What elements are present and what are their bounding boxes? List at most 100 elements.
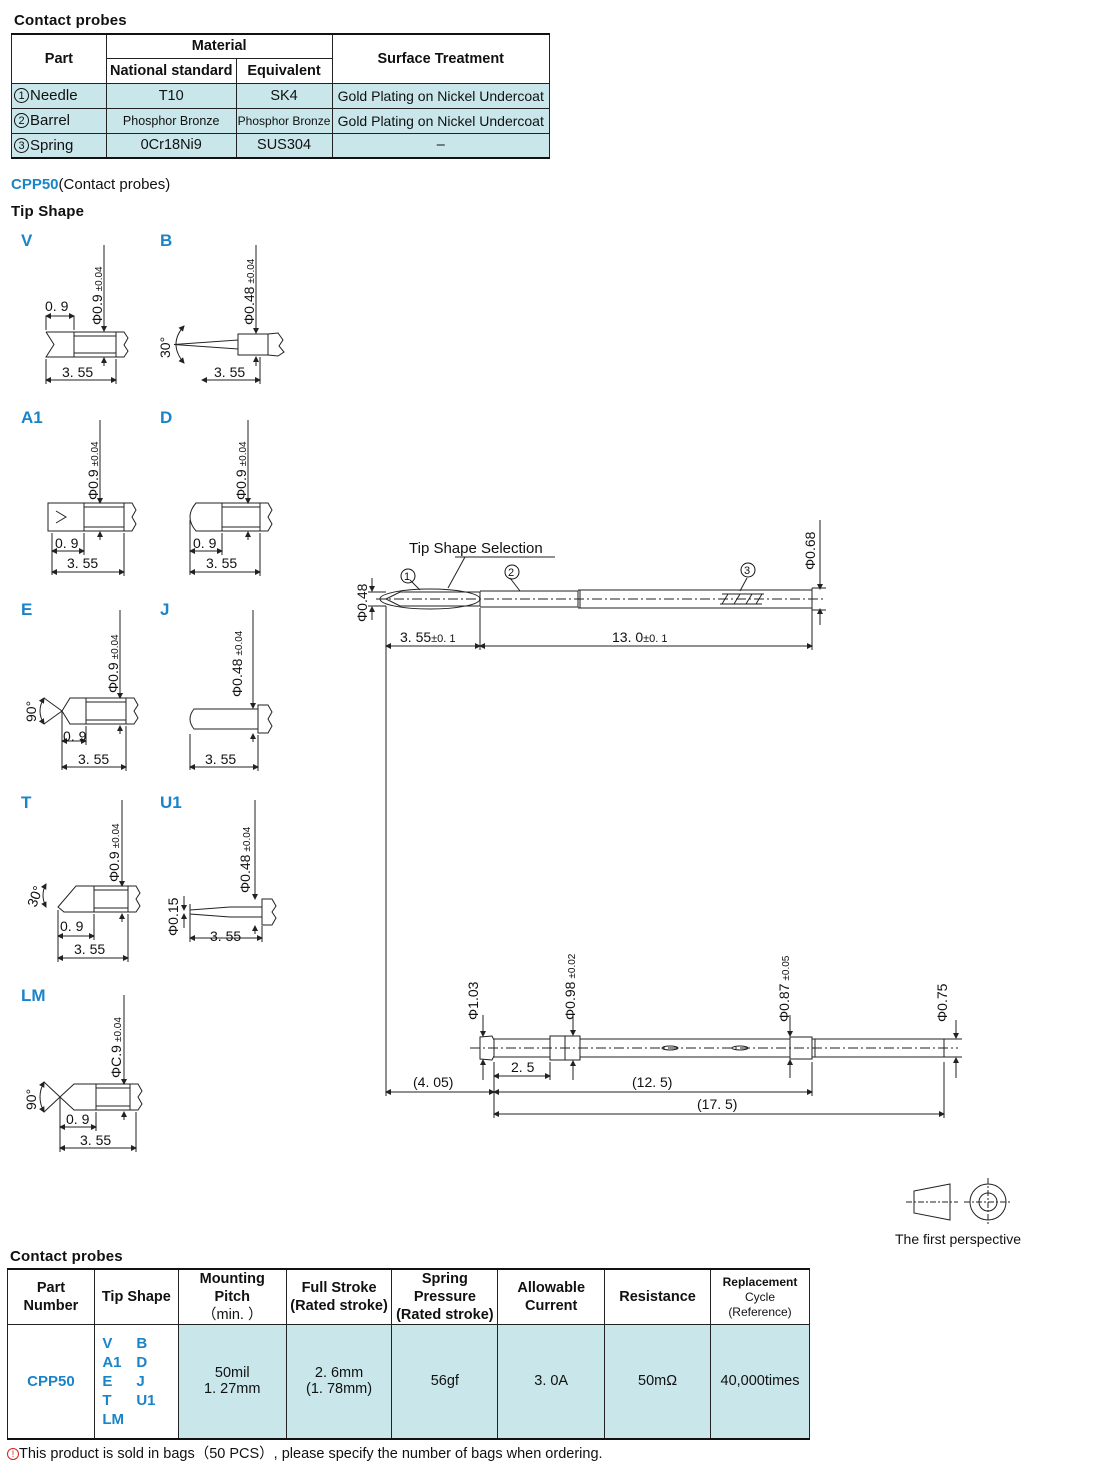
spec-table: Part Number Tip Shape Mounting Pitch（min… (7, 1268, 810, 1440)
tip-dim-text: 3. 55 (206, 555, 237, 571)
tip-dim-text: 3. 55 (205, 751, 236, 767)
spring-pressure-cell: 56gf (391, 1324, 499, 1440)
dim-barrel-2-5: 2. 5 (511, 1059, 535, 1075)
tip-dim-text: Φ0.9±0.04 (233, 441, 249, 500)
tip-dim-text: 0. 9 (193, 535, 217, 551)
tip-shape-lm (39, 995, 143, 1152)
col-resistance: Resistance (604, 1268, 711, 1325)
tip-dim-text: 0. 9 (66, 1111, 90, 1127)
tip-letter: LM (21, 986, 46, 1005)
col-mounting-pitch: Mounting Pitch（min. ） (177, 1268, 287, 1325)
warning-icon: ! (7, 1448, 19, 1460)
tip-dim-text: Φ0.9±0.04 (89, 266, 105, 325)
footnote-text: This product is sold in bags（50 PCS）, pl… (19, 1446, 603, 1462)
tip-dim-text: Φ0.9±0.04 (85, 441, 101, 500)
resistance-cell: 50mΩ (604, 1324, 711, 1440)
national-standard-cell: T10 (105, 82, 237, 109)
tip-dim-text: 3. 55 (62, 364, 93, 380)
product-heading: CPP50(Contact probes) (11, 176, 170, 193)
tip-dim-text: 3. 55 (210, 928, 241, 944)
part-name: Spring (30, 136, 74, 154)
tip-dim-text: Φ0.9±0.04 (105, 634, 121, 693)
col-surface-treatment: Surface Treatment (331, 33, 551, 84)
tip-letter: U1 (160, 793, 182, 812)
tip-dim-text: Φ0.9±0.04 (106, 823, 122, 882)
tip-dim-text: 90° (23, 701, 39, 722)
tip-shape-a1 (47, 420, 137, 576)
part-name: Needle (30, 87, 78, 104)
tip-dim-text: 0. 9 (60, 918, 84, 934)
treatment-cell: Gold Plating on Nickel Undercoat (331, 82, 551, 109)
tip-dim-text: 3. 55 (80, 1132, 111, 1148)
dim-tip-length: 3. 55±0. 1 (400, 629, 456, 645)
tip-shape-b (173, 245, 285, 384)
col-national-standard: National standard (105, 57, 237, 84)
tip-dim-text: 3. 55 (67, 555, 98, 571)
tip-dim-text: Φ0.15 (165, 897, 181, 936)
dim-dia-left: Φ0.48 (354, 583, 370, 622)
part-number-cell: CPP50 (7, 1324, 95, 1440)
dim-barrel-17-5: (17. 5) (697, 1096, 737, 1112)
spec-title: Contact probes (10, 1248, 123, 1265)
tip-dim-text: 0. 9 (45, 298, 69, 314)
tip-dim-text: 30° (24, 884, 46, 909)
tip-shape-selection-label: Tip Shape Selection (409, 540, 543, 557)
materials-title: Contact probes (14, 12, 127, 29)
tip-dim-text: Φ0.48±0.04 (229, 630, 245, 697)
materials-table: Part Material Surface Treatment National… (11, 33, 551, 159)
product-desc: (Contact probes) (58, 176, 171, 193)
replacement-cycle-cell: 40,000times (710, 1324, 810, 1440)
tip-letter: E (21, 600, 32, 619)
tip-letter: J (160, 600, 169, 619)
allowable-current-cell: 3. 0A (497, 1324, 606, 1440)
national-standard-cell: 0Cr18Ni9 (105, 132, 237, 159)
tip-dim-text: ΦC.9±0.04 (108, 1017, 124, 1078)
footnote: !This product is sold in bags（50 PCS）, p… (7, 1442, 603, 1463)
col-part: Part (11, 33, 107, 84)
barrel-drawing (470, 1035, 958, 1061)
dim-barrel-head: Φ1.03 (465, 981, 481, 1020)
tip-shape-title: Tip Shape (11, 203, 85, 220)
col-part-number: Part Number (7, 1268, 95, 1325)
product-code: CPP50 (11, 176, 59, 193)
tip-shape-u1 (181, 800, 277, 942)
treatment-cell: Gold Plating on Nickel Undercoat (331, 107, 551, 134)
tip-dim-text: 3. 55 (214, 364, 245, 380)
tip-shapes-drawing: V B A1 D E J T U1 LM 0. 9 3. 55 Φ0.9±0.0… (21, 231, 285, 1152)
tip-dim-text: 3. 55 (78, 751, 109, 767)
tip-shape-d (189, 420, 273, 576)
part-marker-1: 1 (404, 571, 410, 583)
national-standard-cell: Phosphor Bronze (105, 107, 237, 134)
dim-dia-right: Φ0.68 (802, 531, 818, 570)
probe-assembly-drawing: 1 2 3 Tip Shape Selection Φ0.48 Φ0.68 3.… (354, 520, 962, 1118)
equivalent-cell: Phosphor Bronze (235, 107, 333, 134)
dim-barrel-end: Φ0.75 (934, 983, 950, 1022)
equivalent-cell: SUS304 (235, 132, 333, 159)
tip-shape-t (40, 800, 141, 962)
part-number-badge: 1 (14, 88, 29, 103)
tip-dim-text: 0. 9 (55, 535, 79, 551)
part-number-badge: 3 (14, 137, 29, 153)
tip-letter: A1 (21, 408, 43, 427)
tip-dim-text: 0. 9 (63, 728, 87, 744)
tip-letter: V (21, 231, 33, 250)
equivalent-cell: SK4 (235, 82, 333, 109)
col-tip-shape: Tip Shape (93, 1268, 179, 1325)
tip-dim-text: Φ0.48±0.04 (237, 826, 253, 893)
part-number-badge: 2 (14, 113, 29, 128)
part-marker-2: 2 (508, 567, 514, 579)
tip-dim-text: Φ0.48±0.04 (241, 258, 257, 325)
full-stroke-cell: 2. 6mm(1. 78mm) (285, 1324, 393, 1440)
first-perspective-label: The first perspective (895, 1231, 1022, 1247)
